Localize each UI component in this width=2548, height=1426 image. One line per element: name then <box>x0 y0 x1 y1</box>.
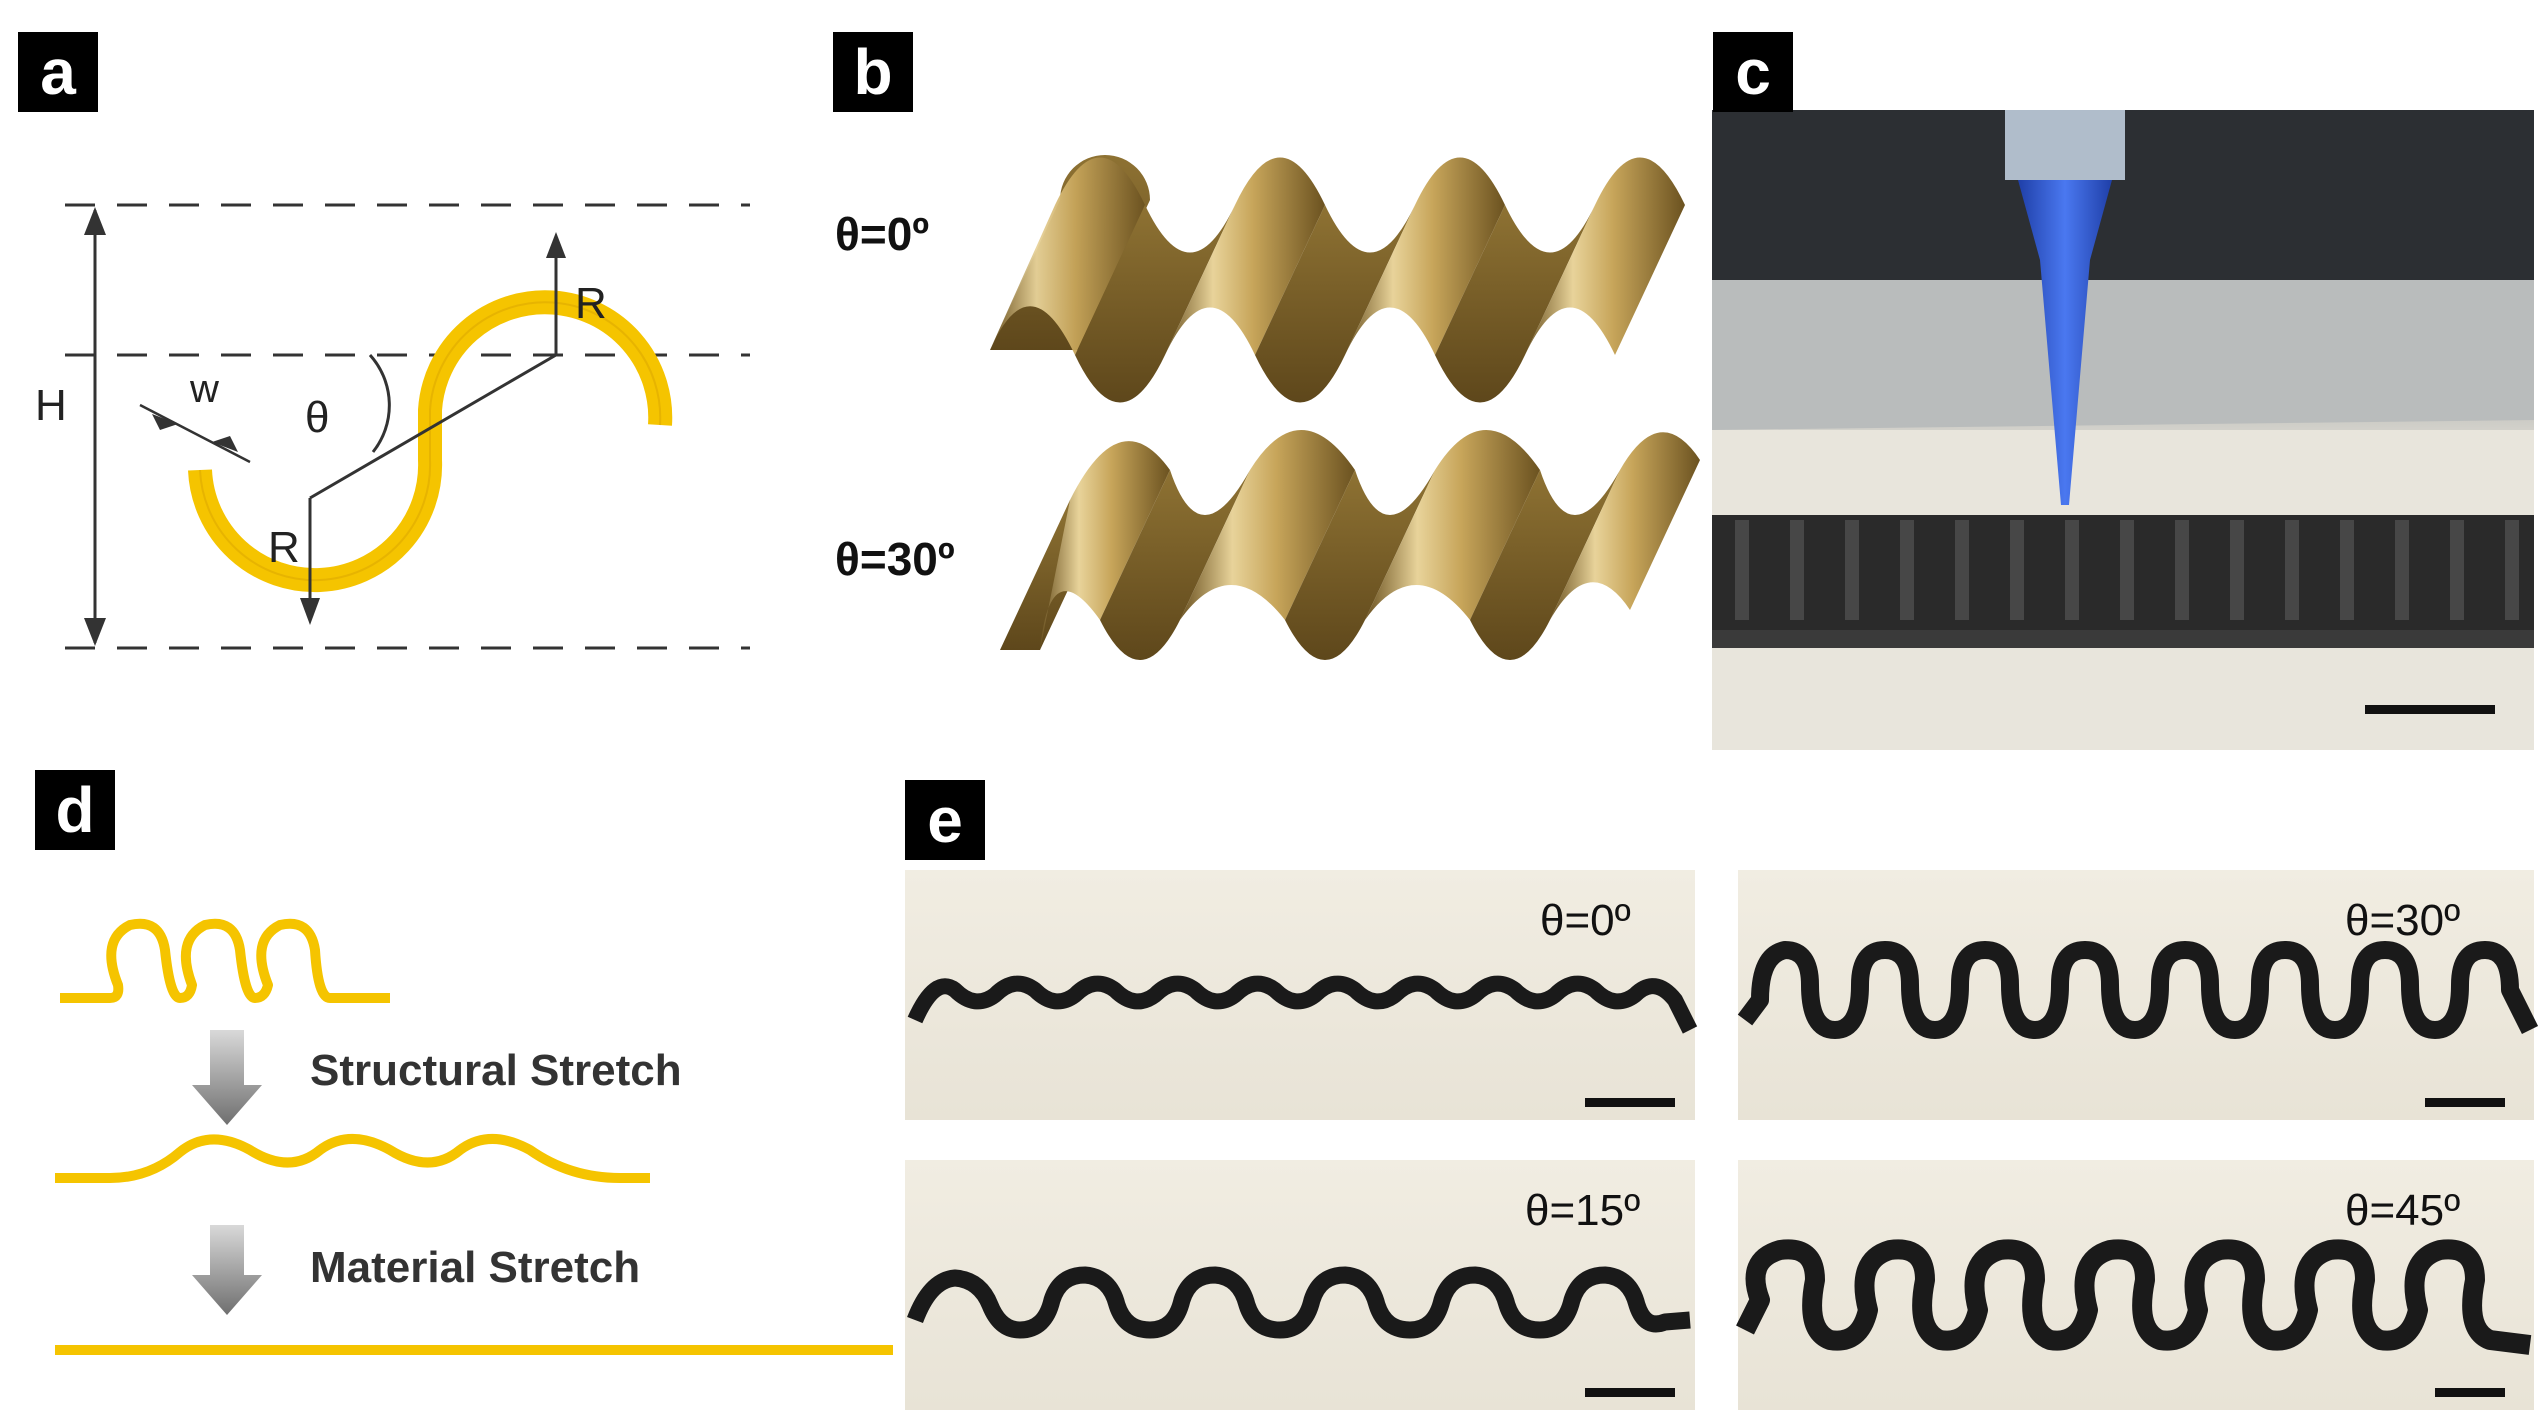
scale-bar-c <box>2365 705 2495 714</box>
material-stretch-label: Material Stretch <box>310 1243 640 1292</box>
center-connect-line <box>309 353 557 500</box>
width-marker-line <box>139 403 251 464</box>
structural-stretch-label: Structural Stretch <box>310 1046 682 1095</box>
sample-theta-45 <box>1736 1239 2532 1355</box>
material-stretch-arrow-icon <box>192 1225 262 1315</box>
panel-label-a: a <box>18 32 98 112</box>
scale-bar-bl <box>1585 1388 1675 1397</box>
panel-label-c: c <box>1713 32 1793 112</box>
wave-stretched <box>55 1134 650 1183</box>
photo-theta-15 <box>905 1160 1695 1410</box>
height-arrow-bottom-icon <box>84 618 106 646</box>
scale-bar-tl <box>1585 1098 1675 1107</box>
nozzle-body <box>2005 110 2125 180</box>
radius-bottom-label: R <box>268 523 300 572</box>
label-theta-45: θ=45º <box>2345 1186 2460 1235</box>
sample-theta-15 <box>907 1266 1691 1339</box>
nozzle-tip <box>2018 180 2112 505</box>
radius-top-arrow-icon <box>546 232 566 258</box>
width-arrow-left-icon <box>152 414 178 430</box>
straight-line-stretched <box>55 1345 893 1355</box>
panel-label-e: e <box>905 780 985 860</box>
width-label: w <box>189 367 219 411</box>
height-arrow-top-icon <box>84 207 106 235</box>
width-arrow-right-icon <box>212 436 238 452</box>
scale-bar-br <box>2435 1388 2505 1397</box>
corrugated-sheet-bottom <box>1000 430 1700 660</box>
height-label: H <box>35 381 67 430</box>
radius-top-label: R <box>575 279 607 328</box>
panel-a: H w θ R R <box>35 203 750 650</box>
scale-bar-tr <box>2425 1098 2505 1107</box>
printed-structure-ridges <box>1735 520 2519 620</box>
panel-b-theta-30: θ=30º <box>835 533 955 585</box>
panel-b-theta-0: θ=0º <box>835 208 929 260</box>
panel-label-b: b <box>833 32 913 112</box>
structural-stretch-arrow-icon <box>192 1030 262 1125</box>
panel-b: θ=0º θ=30º <box>835 155 1700 660</box>
radius-bottom-arrow-icon <box>300 598 320 625</box>
s-shape-outline <box>199 301 662 582</box>
panel-label-d: d <box>35 770 115 850</box>
angle-label: θ <box>305 393 329 442</box>
panel-d: Structural Stretch Material Stretch <box>55 918 893 1355</box>
corrugated-sheet-top <box>990 155 1685 403</box>
panel-c <box>1712 110 2534 750</box>
sample-theta-30 <box>1737 941 2539 1039</box>
label-theta-30: θ=30º <box>2345 896 2460 945</box>
label-theta-15: θ=15º <box>1525 1186 1640 1235</box>
label-theta-0: θ=0º <box>1540 896 1631 945</box>
sample-theta-0 <box>907 975 1698 1034</box>
serpentine-unstretched <box>60 918 390 1003</box>
panel-e: θ=0º θ=30º θ=15º θ=45º <box>905 870 2539 1410</box>
angle-arc <box>368 353 391 453</box>
